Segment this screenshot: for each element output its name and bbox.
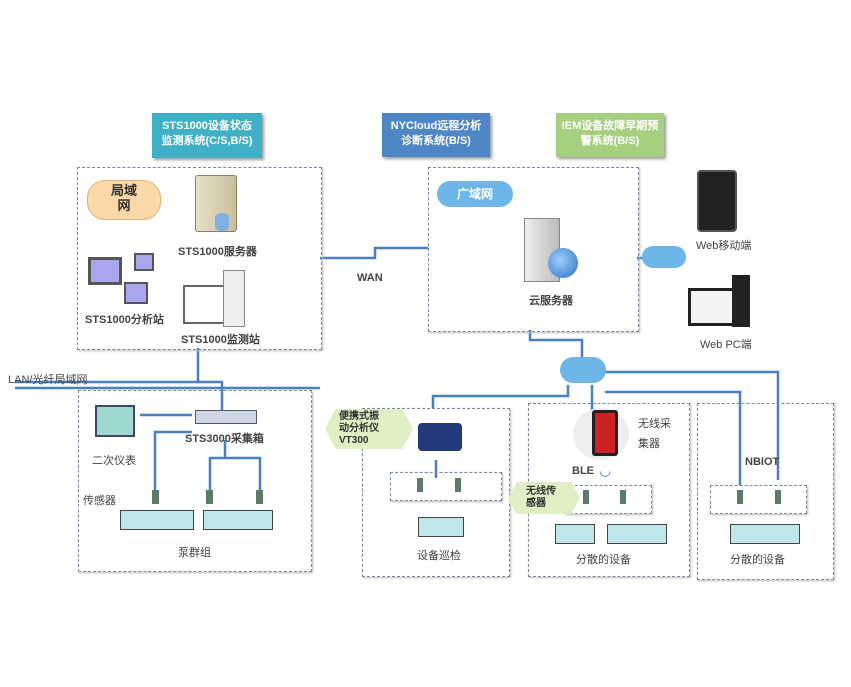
sensor-icon xyxy=(256,490,263,504)
sts1000-system-callout: STS1000设备状态 监测系统(C/S,B/S) xyxy=(152,113,262,158)
sensor-to-collector-line-2 xyxy=(208,456,262,490)
machine-icon xyxy=(730,524,800,544)
analysis-station-icon xyxy=(134,253,154,271)
secondary-instrument-label: 二次仪表 xyxy=(92,455,136,467)
inspection-label: 设备巡检 xyxy=(417,550,461,562)
nycloud-system-callout: NYCloud远程分析 诊断系统(B/S) xyxy=(382,113,490,157)
sts1000-monitor-label: STS1000监测站 xyxy=(181,334,260,346)
database-icon xyxy=(215,213,229,231)
globe-icon xyxy=(548,248,578,278)
wireless-signal-icon: ◡ xyxy=(599,462,612,478)
sensor-group xyxy=(710,485,807,514)
sts1000-server-label: STS1000服务器 xyxy=(178,246,257,258)
wireless-sensor-callout: 无线传 感器 xyxy=(508,482,580,514)
vt300-callout: 便携式振 动分析仪 VT300 xyxy=(325,409,413,449)
sts1000-analysis-label: STS1000分析站 xyxy=(85,314,164,326)
analysis-station-icon xyxy=(88,257,122,285)
cloud-icon xyxy=(642,246,686,268)
machine-icon xyxy=(555,524,595,544)
sensor-icon xyxy=(152,490,159,504)
pc-monitor-icon xyxy=(688,288,740,326)
distributed-equipment-label: 分散的设备 xyxy=(730,554,785,566)
switch-icon xyxy=(195,410,257,424)
web-pc-label: Web PC端 xyxy=(700,339,752,351)
pump-icon xyxy=(203,510,273,530)
cloud-box xyxy=(428,167,639,332)
cloud-server-label: 云服务器 xyxy=(529,295,573,307)
sensor-icon xyxy=(737,490,743,504)
cloud-to-nbiot-line-1 xyxy=(605,390,742,485)
pc-tower-icon xyxy=(223,270,245,327)
pump-group-label: 泵群组 xyxy=(178,547,211,559)
cloud-to-inspection-line xyxy=(431,385,570,408)
pump-icon xyxy=(120,510,194,530)
machine-icon xyxy=(607,524,667,544)
cloud-to-wifi-line xyxy=(528,330,584,358)
inspection-box xyxy=(362,408,510,577)
sensor-icon xyxy=(455,478,461,492)
sensor-to-collector-line xyxy=(153,430,192,490)
pump-group-box xyxy=(78,390,312,572)
wan-line xyxy=(320,246,428,260)
lan-to-pump-line xyxy=(198,380,224,412)
nbiot-box xyxy=(697,403,834,580)
sensor-icon xyxy=(417,478,423,492)
wireless-collector-icon xyxy=(592,410,618,456)
distributed-equipment-label: 分散的设备 xyxy=(576,554,631,566)
lan-fiber-label: LAN/光纤局域网 xyxy=(8,374,88,386)
ble-label: BLE xyxy=(572,465,594,477)
machine-icon xyxy=(418,517,464,537)
sensor-label: 传感器 xyxy=(83,495,116,507)
analysis-station-icon xyxy=(124,282,148,304)
sensor-icon xyxy=(620,490,626,504)
wan-label: WAN xyxy=(357,272,383,284)
sensor-icon xyxy=(775,490,781,504)
lan-box xyxy=(77,167,322,350)
wireless-collector-label: 无线采 集器 xyxy=(638,418,671,450)
iem-system-callout: IEM设备故障早期预 警系统(B/S) xyxy=(556,113,664,157)
lan-cloud: 局域 网 xyxy=(87,180,161,220)
wan-cloud: 广域网 xyxy=(437,181,513,207)
pc-tower-icon xyxy=(732,275,750,327)
secondary-instrument-icon xyxy=(95,405,135,437)
vt300-device-icon xyxy=(418,423,462,451)
wifi-cloud-icon xyxy=(560,357,606,383)
collector-box-label: STS3000采集箱 xyxy=(185,433,264,445)
sensor-icon xyxy=(583,490,589,504)
sensor-icon xyxy=(206,490,213,504)
nbiot-label: NBIOT xyxy=(745,456,780,468)
web-mobile-label: Web移动端 xyxy=(696,240,752,252)
cloud-to-nbiot-line-2 xyxy=(605,370,780,480)
sensor-group xyxy=(390,472,502,501)
tablet-icon xyxy=(697,170,737,232)
